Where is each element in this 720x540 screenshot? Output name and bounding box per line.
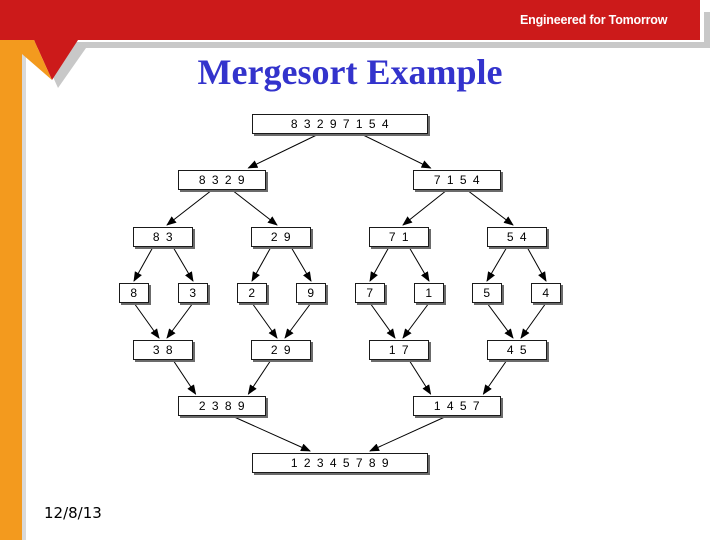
array-node-n1: 8 3 2 9 bbox=[178, 170, 266, 190]
arrow-n20-to-n21 bbox=[369, 415, 448, 452]
arrow-n16-to-n19 bbox=[247, 359, 272, 395]
array-node-n8: 3 bbox=[178, 283, 208, 303]
arrow-n14-to-n18 bbox=[520, 302, 547, 339]
array-node-n11: 7 bbox=[355, 283, 385, 303]
arrow-n3-to-n7 bbox=[133, 246, 154, 282]
arrow-n9-to-n16 bbox=[251, 302, 278, 339]
arrow-n6-to-n13 bbox=[486, 246, 508, 282]
arrow-n4-to-n10 bbox=[290, 246, 312, 282]
array-node-n0: 8 3 2 9 7 1 5 4 bbox=[252, 114, 428, 134]
arrow-n2-to-n6 bbox=[466, 189, 514, 226]
array-node-n12: 1 bbox=[414, 283, 444, 303]
arrow-n12-to-n17 bbox=[402, 302, 430, 339]
array-node-n19: 2 3 8 9 bbox=[178, 396, 266, 416]
array-node-n2: 7 1 5 4 bbox=[413, 170, 501, 190]
arrow-n17-to-n20 bbox=[408, 359, 432, 395]
left-orange-bar bbox=[0, 40, 22, 540]
page-title: Mergesort Example bbox=[197, 52, 503, 92]
arrow-n7-to-n15 bbox=[133, 302, 160, 339]
arrow-n15-to-n19 bbox=[172, 359, 197, 395]
array-node-n13: 5 bbox=[472, 283, 502, 303]
arrow-n11-to-n17 bbox=[369, 302, 396, 339]
arrow-n2-to-n5 bbox=[402, 189, 448, 226]
array-node-n10: 9 bbox=[296, 283, 326, 303]
footer-date: 12/8/13 bbox=[44, 504, 102, 522]
orange-notch-triangle bbox=[22, 40, 52, 80]
arrow-n1-to-n4 bbox=[231, 189, 278, 226]
arrow-n18-to-n20 bbox=[482, 359, 508, 395]
arrow-n6-to-n14 bbox=[526, 246, 547, 282]
arrow-n19-to-n21 bbox=[231, 415, 311, 452]
arrow-n5-to-n11 bbox=[369, 246, 390, 282]
array-node-n18: 4 5 bbox=[487, 340, 547, 360]
array-node-n4: 2 9 bbox=[251, 227, 311, 247]
array-node-n16: 2 9 bbox=[251, 340, 311, 360]
arrow-n5-to-n12 bbox=[408, 246, 430, 282]
array-node-n6: 5 4 bbox=[487, 227, 547, 247]
array-node-n5: 7 1 bbox=[369, 227, 429, 247]
left-bar-shadow bbox=[22, 52, 26, 540]
array-node-n14: 4 bbox=[531, 283, 561, 303]
array-node-n3: 8 3 bbox=[133, 227, 193, 247]
arrow-n8-to-n15 bbox=[166, 302, 194, 339]
arrow-n1-to-n3 bbox=[166, 189, 213, 226]
array-node-n7: 8 bbox=[119, 283, 149, 303]
arrow-n0-to-n2 bbox=[360, 133, 432, 169]
array-node-n15: 3 8 bbox=[133, 340, 193, 360]
arrow-n0-to-n1 bbox=[247, 133, 319, 169]
array-node-n21: 1 2 3 4 5 7 8 9 bbox=[252, 453, 428, 473]
array-node-n9: 2 bbox=[237, 283, 267, 303]
array-node-n17: 1 7 bbox=[369, 340, 429, 360]
banner-red bbox=[0, 0, 700, 80]
arrow-n10-to-n16 bbox=[284, 302, 312, 339]
array-node-n20: 1 4 5 7 bbox=[413, 396, 501, 416]
arrow-n13-to-n18 bbox=[486, 302, 514, 339]
arrow-n3-to-n8 bbox=[172, 246, 194, 282]
arrow-n4-to-n9 bbox=[251, 246, 272, 282]
banner-tagline: Engineered for Tomorrow bbox=[520, 13, 668, 27]
